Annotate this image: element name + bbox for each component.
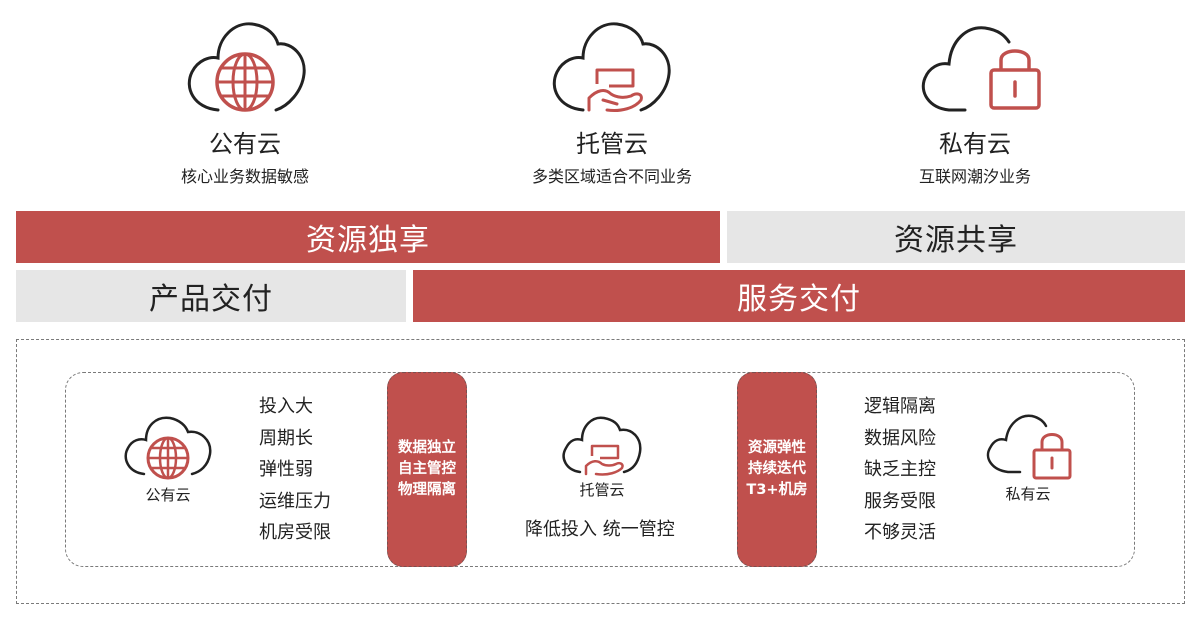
service-delivery-bar: 服务交付 — [413, 270, 1185, 322]
pill-line: 物理隔离 — [398, 482, 456, 498]
public-cloud-label: 公有云 — [145, 486, 191, 504]
trait-item: 服务受限 — [864, 490, 936, 512]
pill-line: 自主管控 — [398, 461, 456, 477]
pill-line: 持续迭代 — [747, 461, 806, 477]
trait-item: 机房受限 — [259, 522, 331, 543]
public-cloud-card: 公有云 核心业务数据敏感 — [95, 0, 395, 187]
private-cloud-card: 私有云 互联网潮汐业务 — [825, 0, 1125, 187]
resource-shared-label: 资源共享 — [894, 223, 1018, 258]
private-cloud-label: 私有云 — [1005, 485, 1051, 503]
service-delivery-label: 服务交付 — [737, 282, 861, 317]
trait-item: 投入大 — [259, 396, 313, 417]
trait-item: 缺乏主控 — [864, 459, 936, 480]
private-cloud-subtitle: 互联网潮汐业务 — [918, 167, 1031, 186]
hosted-advantages-right-pill: 资源弹性 持续迭代 T3+机房 — [737, 372, 817, 567]
resource-shared-bar: 资源共享 — [727, 211, 1185, 263]
public-cloud-subtitle: 核心业务数据敏感 — [180, 167, 309, 186]
small-cloud-lock-icon — [986, 414, 1072, 480]
hosted-advantages-left-pill: 数据独立 自主管控 物理隔离 — [387, 372, 467, 567]
pill-line: T3+机房 — [746, 482, 808, 498]
trait-item: 弹性弱 — [259, 459, 313, 480]
public-cloud-traits: 投入大 周期长 弹性弱 运维压力 机房受限 — [259, 391, 331, 549]
small-cloud-globe-icon — [124, 416, 212, 480]
trait-item: 运维压力 — [259, 490, 331, 512]
private-cloud-title: 私有云 — [939, 130, 1011, 158]
product-delivery-label: 产品交付 — [149, 282, 273, 317]
comparison-outer-frame — [16, 339, 1185, 604]
public-cloud-title: 公有云 — [209, 130, 281, 158]
hosted-cloud-card: 托管云 多类区域适合不同业务 — [462, 0, 762, 187]
cloud-lock-icon — [921, 26, 1041, 112]
hosted-cloud-slogan: 降低投入 统一管控 — [525, 519, 675, 540]
resource-exclusive-label: 资源独享 — [306, 223, 430, 258]
hosted-cloud-label: 托管云 — [579, 481, 625, 499]
hosted-cloud-title: 托管云 — [576, 130, 648, 158]
cloud-hand-card-icon — [552, 22, 671, 112]
trait-item: 不够灵活 — [864, 522, 936, 543]
small-cloud-hand-card-icon — [562, 416, 642, 476]
product-delivery-bar: 产品交付 — [16, 270, 406, 322]
trait-item: 数据风险 — [864, 427, 936, 449]
cloud-globe-icon — [187, 22, 306, 112]
trait-item: 逻辑隔离 — [864, 396, 936, 417]
trait-item: 周期长 — [259, 427, 313, 449]
resource-exclusive-bar: 资源独享 — [16, 211, 720, 263]
hosted-cloud-subtitle: 多类区域适合不同业务 — [531, 167, 692, 186]
private-cloud-traits: 逻辑隔离 数据风险 缺乏主控 服务受限 不够灵活 — [864, 391, 936, 549]
comparison-inner-frame — [65, 372, 1135, 567]
pill-line: 数据独立 — [398, 440, 456, 456]
pill-line: 资源弹性 — [747, 440, 806, 456]
